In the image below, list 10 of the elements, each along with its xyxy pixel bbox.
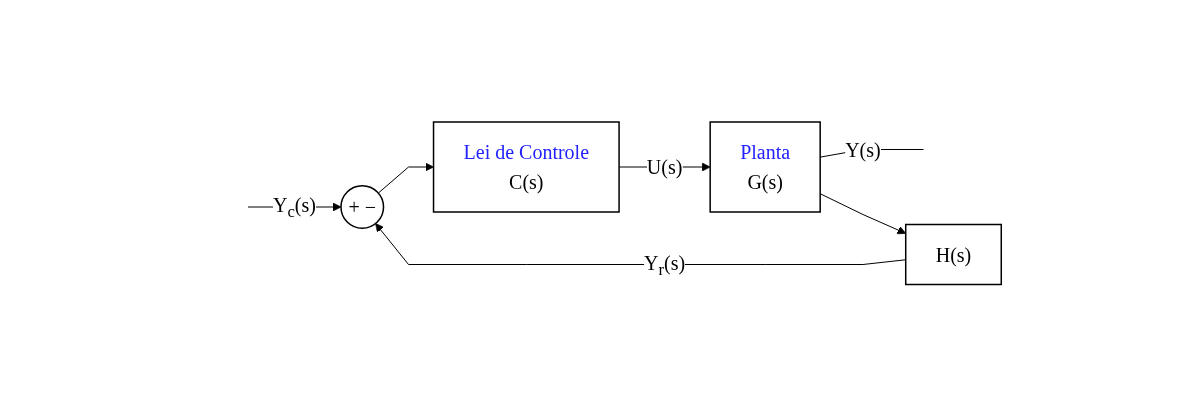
arrow — [820, 192, 907, 234]
node-box: H(s) — [905, 223, 1003, 285]
node-box: Planta G(s) — [709, 121, 822, 213]
edge-label: Y(s) — [845, 138, 882, 161]
edge-label: U(s) — [647, 155, 683, 178]
node-circle: + − — [340, 184, 385, 229]
node-box: Lei de Controle C(s) — [433, 121, 621, 213]
edge-label: Y$_{r}$(s) — [644, 251, 686, 279]
edge-label: Y$_{c}$(s) — [273, 193, 317, 221]
arrow — [375, 222, 907, 265]
